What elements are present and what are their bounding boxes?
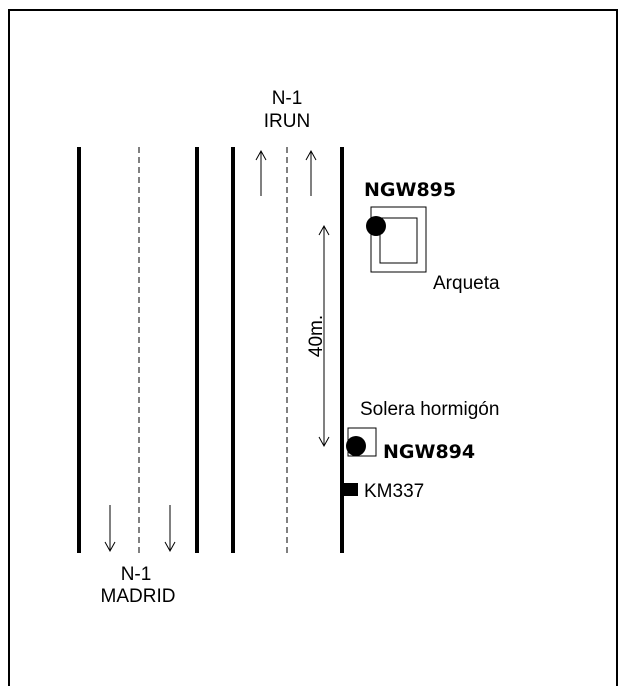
northbound-arrow-left xyxy=(255,149,267,196)
arqueta-inner-square xyxy=(379,217,418,264)
diagram-frame xyxy=(8,9,618,686)
southbound-arrow-left xyxy=(104,505,116,553)
marker-ngw894-point xyxy=(346,436,366,456)
solera-label: Solera hormigón xyxy=(360,399,499,420)
arqueta-label: Arqueta xyxy=(433,273,500,294)
distance-label: 40m. xyxy=(306,315,327,357)
southbound-arrow-right xyxy=(164,505,176,553)
north-road-name: N-1 xyxy=(272,88,303,109)
marker-ngw894-code: NGW894 xyxy=(383,441,475,463)
distance-dimension-arrow xyxy=(318,224,330,448)
arqueta-outer-square xyxy=(370,206,427,273)
northbound-arrow-right xyxy=(305,149,317,196)
marker-ngw895-code: NGW895 xyxy=(364,179,456,201)
south-destination: MADRID xyxy=(101,586,176,607)
north-destination: IRUN xyxy=(264,111,310,132)
kilometer-post-icon xyxy=(343,483,358,496)
south-road-name: N-1 xyxy=(121,564,152,585)
marker-ngw895-point xyxy=(366,216,386,236)
kilometer-post-label: KM337 xyxy=(364,481,424,502)
